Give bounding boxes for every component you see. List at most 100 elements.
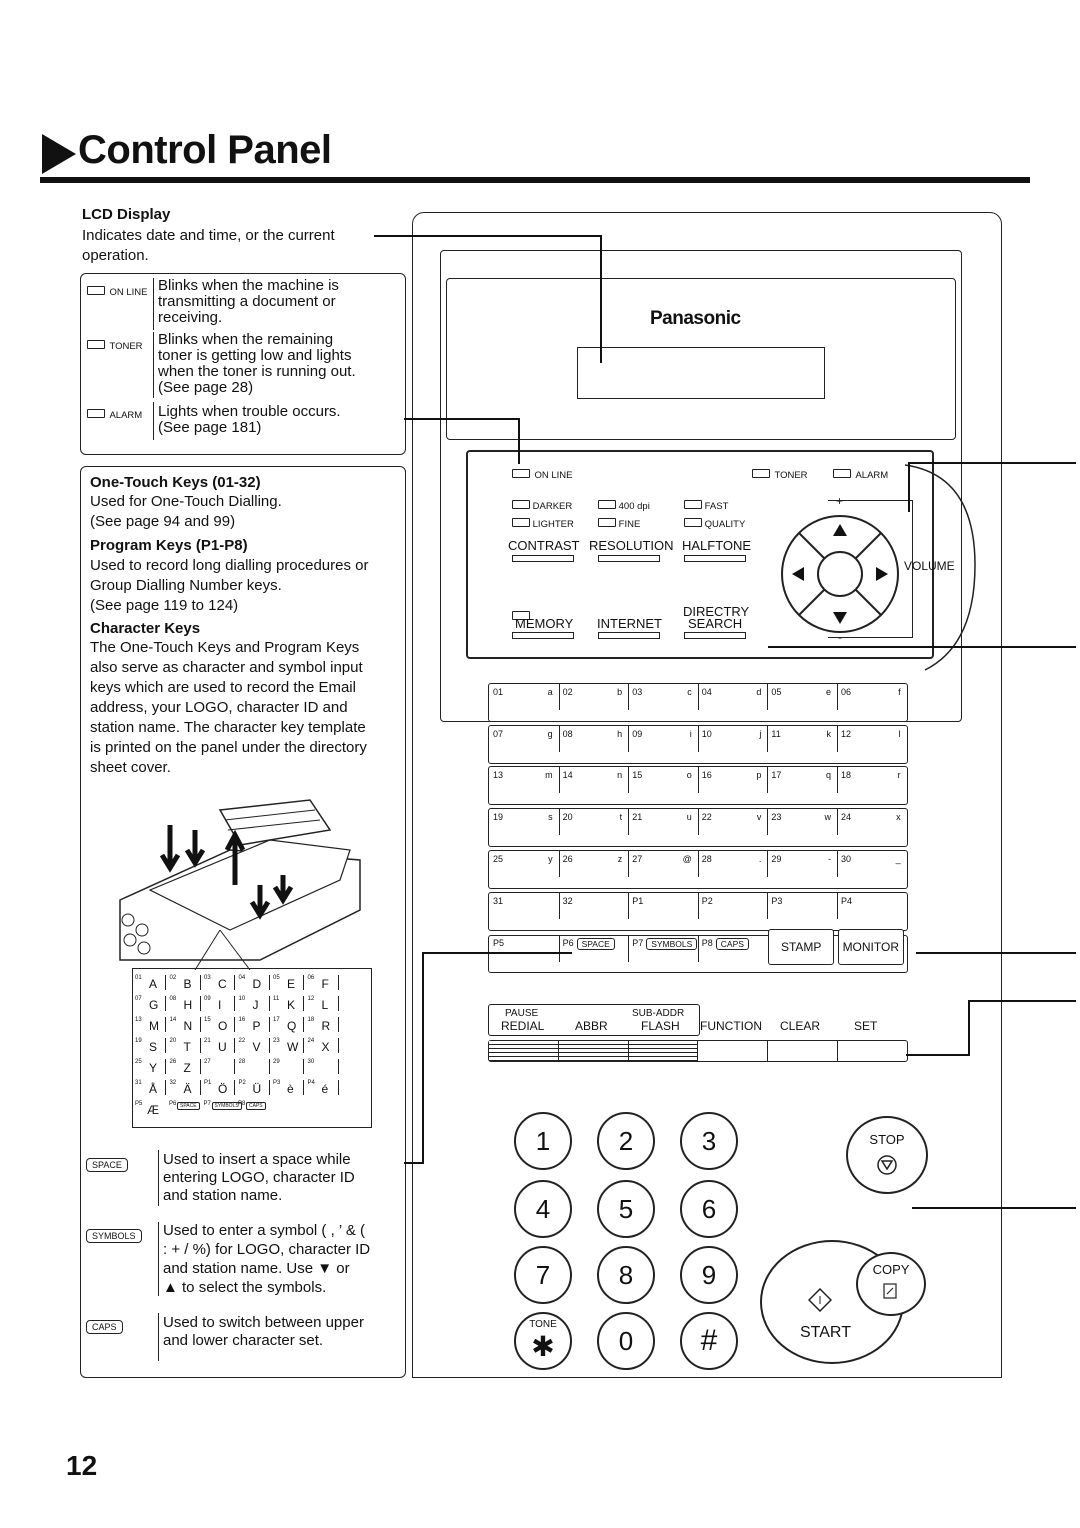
key-8[interactable]: 8 xyxy=(597,1246,655,1304)
online-desc-line: receiving. xyxy=(158,309,223,326)
stamp-button[interactable]: STAMP xyxy=(768,929,834,966)
one-touch-key[interactable]: P3 xyxy=(767,892,837,930)
stop-label: STOP xyxy=(869,1132,905,1147)
set-button[interactable] xyxy=(838,1041,907,1061)
key-1[interactable]: 1 xyxy=(514,1112,572,1170)
resolution-button[interactable] xyxy=(598,555,660,562)
one-touch-key[interactable]: P1 xyxy=(628,892,698,930)
function-button[interactable] xyxy=(698,1041,769,1061)
memory-button[interactable] xyxy=(512,632,574,639)
online-lamp-icon xyxy=(87,286,105,295)
one-touch-key[interactable]: 31 xyxy=(489,893,559,930)
template-divider xyxy=(337,1017,339,1032)
panel-toner-label: TONER xyxy=(774,470,808,481)
template-divider xyxy=(234,1080,235,1095)
panel-toner: TONER xyxy=(752,465,808,483)
one-touch-char: s xyxy=(548,812,553,823)
template-divider xyxy=(268,1038,270,1053)
template-key-number: 02 xyxy=(169,975,177,981)
one-touch-char: r xyxy=(897,770,901,781)
one-touch-char: @ xyxy=(682,853,692,864)
key-hash[interactable]: # xyxy=(680,1312,738,1370)
program-key-p5[interactable]: P5 xyxy=(489,936,559,972)
space-desc: Used to insert a space while entering LO… xyxy=(163,1151,355,1205)
one-touch-key[interactable]: P4 xyxy=(837,892,907,930)
one-touch-key[interactable]: 30_ xyxy=(837,850,907,888)
volume-bracket xyxy=(828,500,913,638)
key-0[interactable]: 0 xyxy=(597,1312,655,1370)
key-3[interactable]: 3 xyxy=(680,1112,738,1170)
key-divider xyxy=(628,767,630,794)
internet-button[interactable] xyxy=(598,632,660,639)
one-touch-key[interactable]: 27@ xyxy=(628,850,698,888)
key-6[interactable]: 6 xyxy=(680,1180,738,1238)
copy-button[interactable]: COPY xyxy=(856,1252,926,1316)
title-rule xyxy=(40,177,1030,183)
key-7[interactable]: 7 xyxy=(514,1246,572,1304)
key-divider xyxy=(628,892,630,919)
program-line1: Used to record long dialling procedures … xyxy=(90,557,369,574)
key-9[interactable]: 9 xyxy=(680,1246,738,1304)
one-touch-key[interactable]: 28. xyxy=(697,850,768,888)
clear-button[interactable] xyxy=(768,1041,839,1061)
one-touch-key[interactable]: 32 xyxy=(558,892,629,930)
one-touch-key[interactable]: P2 xyxy=(697,892,768,930)
redial-button[interactable] xyxy=(489,1041,559,1061)
divider xyxy=(158,1313,159,1361)
caps-key: CAPS xyxy=(86,1320,123,1334)
template-key-number: 05 xyxy=(273,975,280,981)
one-touch-char: u xyxy=(686,812,692,823)
stop-button[interactable]: STOP xyxy=(846,1116,928,1194)
monitor-button[interactable]: MONITOR xyxy=(838,929,904,966)
abbr-button[interactable] xyxy=(558,1041,629,1061)
template-key-char: Y xyxy=(149,1061,158,1075)
halftone-button[interactable] xyxy=(684,555,746,562)
alarm-desc-line: (See page 181) xyxy=(158,419,262,436)
one-touch-key[interactable]: 29- xyxy=(767,850,837,888)
leader-line xyxy=(916,952,1076,954)
space-key: SPACE xyxy=(576,938,615,951)
key-divider xyxy=(558,892,560,919)
program-line2: Group Dialling Number keys. xyxy=(90,577,282,594)
key-4[interactable]: 4 xyxy=(514,1180,572,1238)
key-star[interactable]: TONE✱ xyxy=(514,1312,572,1370)
contrast-button[interactable] xyxy=(512,555,574,562)
space-desc-line: entering LOGO, character ID xyxy=(163,1169,355,1186)
flash-button[interactable] xyxy=(628,1041,699,1061)
directory-search-button[interactable] xyxy=(684,632,746,639)
key-5[interactable]: 5 xyxy=(597,1180,655,1238)
character-desc-line: keys which are used to record the Email xyxy=(90,679,356,696)
navigation-pad[interactable] xyxy=(778,512,902,636)
key-2[interactable]: 2 xyxy=(597,1112,655,1170)
space-desc-line: and station name. xyxy=(163,1187,283,1204)
